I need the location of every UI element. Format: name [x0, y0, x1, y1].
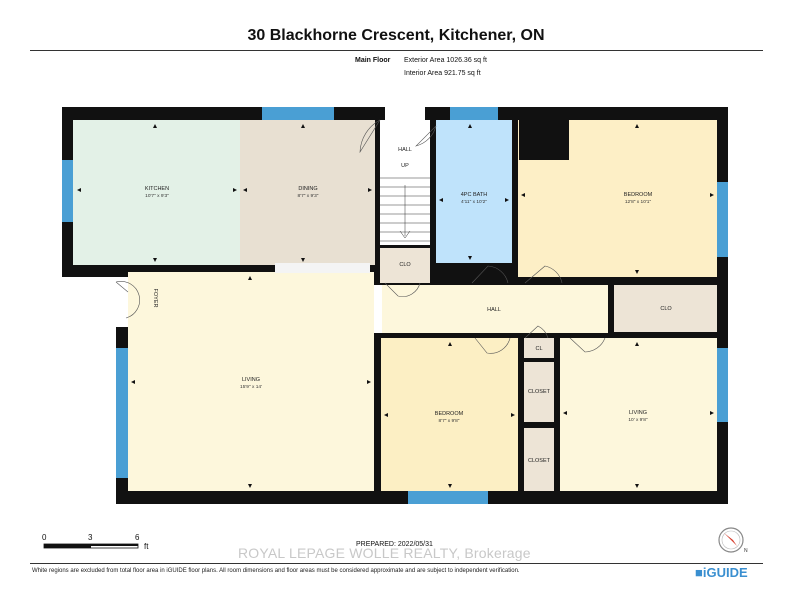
clo-stair-label: CLO — [399, 262, 411, 268]
opening-dining-living — [275, 263, 370, 273]
dining-dims: 8'7" x 9'3" — [298, 193, 319, 199]
prepared-date: PREPARED: 2022/05/31 — [356, 541, 433, 548]
hall-top-label: HALL — [398, 147, 412, 153]
stairs-up-label: UP — [401, 163, 409, 169]
cl-room[interactable] — [524, 338, 554, 358]
dining-label: DINING — [298, 186, 317, 192]
foyer-label: FOYER — [152, 289, 158, 308]
scale-bar — [43, 543, 139, 549]
kitchen-label: KITCHEN — [145, 186, 169, 192]
scale-tick-0: 0 — [42, 533, 47, 542]
closet-1-room[interactable] — [524, 362, 554, 422]
living-e-room[interactable] — [560, 338, 717, 491]
dimension-marks — [77, 124, 714, 488]
window-dining — [262, 107, 334, 120]
floor-label: Main Floor — [355, 57, 391, 64]
stairs — [380, 177, 430, 242]
living-w-dims: 15'9" x 14' — [240, 384, 262, 390]
dining-room[interactable] — [240, 120, 375, 265]
page-title: 30 Blackhorne Crescent, Kitchener, ON — [247, 27, 545, 44]
bedroom-ne-label: BEDROOM — [624, 192, 653, 198]
living-w-label: LIVING — [242, 377, 260, 383]
interior-area: Interior Area 921.75 sq ft — [404, 70, 481, 77]
window-bath — [450, 107, 498, 120]
hall-mid-room[interactable] — [380, 285, 608, 333]
brokerage-watermark: ROYAL LEPAGE WOLLE REALTY, Brokerage — [238, 545, 531, 561]
entry-opening[interactable] — [116, 277, 128, 327]
bedroom-ne-dims: 12'8" x 10'1" — [625, 199, 652, 205]
closet-2-label: CLOSET — [528, 458, 551, 464]
clo-right-room[interactable] — [614, 285, 717, 332]
door-swings — [359, 119, 606, 354]
entry-door-swing — [115, 281, 140, 319]
footer-rule — [30, 563, 763, 564]
scale-tick-6: 6 — [135, 533, 140, 542]
clo-stair-room[interactable] — [380, 248, 430, 283]
living-e-dims: 10' x 9'8" — [628, 417, 648, 423]
cl-label: CL — [535, 346, 542, 352]
scale-unit: ft — [144, 542, 149, 551]
compass-icon: N — [718, 527, 748, 554]
window-kitchen — [62, 160, 73, 222]
bedroom-s-room[interactable] — [381, 338, 518, 491]
bath-dims: 4'11" x 10'2" — [461, 199, 487, 205]
kitchen-room[interactable] — [73, 120, 240, 265]
header-rule — [30, 50, 763, 51]
chimney-block — [519, 118, 569, 160]
window-living-w — [116, 348, 128, 478]
bath-room[interactable] — [436, 120, 512, 263]
bedroom-s-label: BEDROOM — [435, 411, 464, 417]
bath-label: 4PC BATH — [461, 192, 488, 198]
svg-text:N: N — [744, 548, 748, 554]
iguide-logo: ■iGUIDE — [695, 565, 748, 580]
closet-2-room[interactable] — [524, 428, 554, 491]
living-e-label: LIVING — [629, 410, 647, 416]
window-bedroom-ne — [717, 182, 728, 257]
clo-right-label: CLO — [660, 306, 672, 312]
bedroom-s-dims: 8'7" x 9'8" — [439, 418, 460, 424]
opening-top-hall — [385, 107, 425, 120]
disclaimer-text: White regions are excluded from total fl… — [32, 568, 520, 574]
window-living-e — [717, 348, 728, 422]
kitchen-dims: 10'7" x 9'3" — [145, 193, 169, 199]
closet-1-label: CLOSET — [528, 389, 551, 395]
living-w-room[interactable] — [128, 272, 374, 491]
opening-living-hall — [374, 285, 382, 333]
exterior-area: Exterior Area 1026.36 sq ft — [404, 57, 487, 64]
hall-mid-label: HALL — [487, 307, 501, 313]
scale-tick-3: 3 — [88, 533, 93, 542]
window-bedroom-s — [408, 491, 488, 504]
